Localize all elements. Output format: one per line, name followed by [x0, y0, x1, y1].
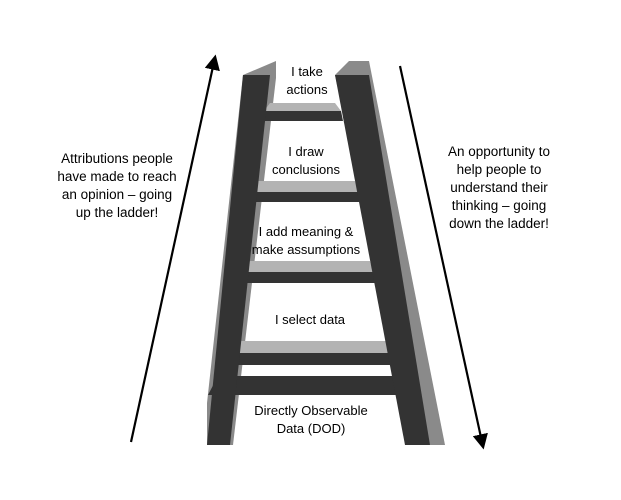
up-arrow: [129, 54, 220, 443]
ladder-right-rail: [335, 75, 430, 445]
ladder-left-rail: [207, 75, 270, 445]
down-arrow: [398, 65, 488, 450]
ladder-rungs: [208, 103, 402, 395]
step-observable-data: Directly Observable Data (DOD): [254, 403, 368, 436]
step-take-actions: I take actions: [286, 64, 328, 97]
left-note: Attributions people have made to reach a…: [57, 151, 177, 220]
step-select-data: I select data: [274, 312, 346, 327]
right-note: An opportunity to help people to underst…: [447, 144, 551, 231]
step-draw-conclusions: I draw conclusions: [272, 144, 340, 177]
step-add-meaning: I add meaning & make assumptions: [251, 224, 361, 257]
